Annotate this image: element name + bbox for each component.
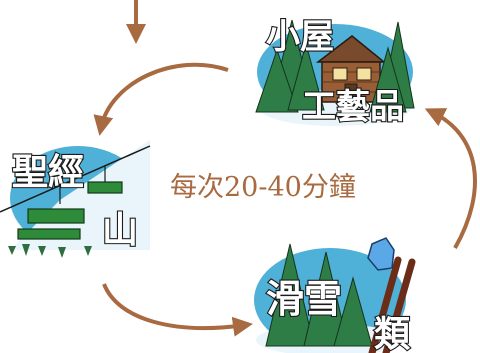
ski-trees (265, 243, 373, 347)
cabin-label-line1: 小屋 (266, 17, 334, 57)
center-caption: 每次20-40分鐘 (170, 172, 356, 203)
cabin-illustration (315, 35, 387, 103)
lift-node: 聖經 山 (0, 140, 151, 258)
lift-chair-front (27, 208, 85, 224)
skis-illustration (367, 237, 416, 353)
ski-node: 滑雪 類 (254, 237, 416, 353)
cabin-label-line2: 工藝品 (302, 87, 404, 127)
cabin-trees (255, 19, 415, 113)
arrow-ski-to-cabin (424, 108, 477, 249)
arrow-cabin-to-lift (93, 62, 229, 136)
lift-cable (0, 145, 151, 213)
glove-icon (367, 237, 395, 271)
flow-arrows (93, 0, 477, 337)
ski-label-line2: 類 (374, 314, 411, 353)
lift-chair-rear (87, 181, 123, 194)
lift-trees (8, 244, 92, 258)
lift-label-line1: 聖經 (12, 152, 84, 193)
cabin-node: 小屋 工藝品 (255, 16, 415, 128)
arrow-lift-to-ski (102, 283, 253, 337)
lift-label-line2: 山 (102, 210, 138, 251)
ski-label-line1: 滑雪 (266, 277, 342, 321)
